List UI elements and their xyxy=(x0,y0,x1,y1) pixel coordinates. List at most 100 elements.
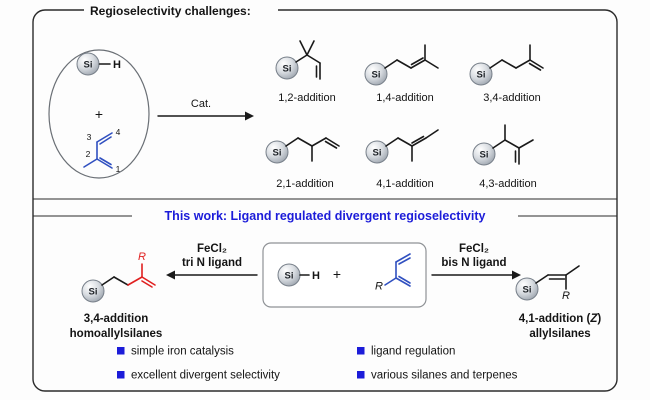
bond xyxy=(99,136,112,145)
bond xyxy=(489,59,503,69)
product-label: 1,2-addition xyxy=(278,92,336,104)
bond xyxy=(141,276,156,286)
diene-structure: R xyxy=(375,253,411,293)
bond xyxy=(424,59,439,69)
bullet-square-icon xyxy=(357,347,365,355)
left-reaction-conditions: FeCl₂ tri N ligand xyxy=(166,243,258,280)
si-atom-label: Si xyxy=(480,150,489,161)
reagent-ellipse xyxy=(48,49,150,179)
structure-bonds: R xyxy=(101,251,156,288)
bond xyxy=(565,265,580,276)
si-sphere xyxy=(515,277,539,301)
label-text: ) xyxy=(597,313,601,325)
carbon-number-4: 4 xyxy=(116,127,121,137)
carbon-number-1: 1 xyxy=(116,164,121,174)
right-condition-ligand: bis N ligand xyxy=(441,257,506,269)
carbon-number-2: 2 xyxy=(86,149,91,159)
left-product-homoallylsilane: Si R 3,4-addition homoallylsilanes xyxy=(70,251,163,340)
structure-bonds xyxy=(492,124,534,165)
bullet-square-icon xyxy=(117,371,125,379)
bond xyxy=(83,158,98,168)
si-sphere xyxy=(364,62,388,86)
bond xyxy=(101,276,115,286)
silane-reagent: Si H xyxy=(76,52,121,76)
structure-bonds xyxy=(384,44,439,69)
bond xyxy=(528,62,542,71)
bond xyxy=(324,140,338,149)
center-substrate-box: Si H + R xyxy=(262,242,427,308)
bond xyxy=(99,157,112,166)
left-condition-ligand: tri N ligand xyxy=(182,257,242,269)
bond xyxy=(410,59,426,69)
bullet-item: various silanes and terpenes xyxy=(357,370,518,382)
isoprene-structure: 4 3 2 1 xyxy=(83,127,121,174)
bullet-item: excellent divergent selectivity xyxy=(117,370,280,382)
si-atom-label: Si xyxy=(84,60,93,71)
this-work-heading: This work: Ligand regulated divergent re… xyxy=(33,209,617,223)
si-atom-label: Si xyxy=(477,70,486,81)
right-product-label-line1: 4,1-addition (Z) xyxy=(519,313,602,325)
si-sphere xyxy=(469,62,493,86)
si-atom-label: Si xyxy=(373,148,382,159)
right-product-label-line2: allylsilanes xyxy=(529,328,590,340)
product-43-addition: Si 4,3-addition xyxy=(472,124,537,190)
bond xyxy=(295,54,308,63)
right-product-allylsilane: Si R 4,1-addition (Z) allylsilanes xyxy=(515,265,602,340)
structure-bonds xyxy=(489,44,544,71)
si-sphere xyxy=(365,140,389,164)
bond xyxy=(385,137,399,147)
structure-bonds: R xyxy=(535,265,580,302)
plus-sign: + xyxy=(333,266,341,282)
plus-sign: + xyxy=(95,106,103,122)
bond xyxy=(141,280,153,288)
bond xyxy=(306,40,315,56)
bond xyxy=(425,129,439,139)
product-label: 2,1-addition xyxy=(276,178,334,190)
bond xyxy=(299,40,308,56)
bond xyxy=(311,137,327,147)
bullet-square-icon xyxy=(357,371,365,379)
bond xyxy=(384,59,398,69)
bond xyxy=(397,137,413,147)
this-work-title: This work: Ligand regulated divergent re… xyxy=(165,209,486,223)
substrate-box-frame xyxy=(262,242,427,308)
si-atom-label: Si xyxy=(89,287,98,298)
si-atom-label: Si xyxy=(285,271,294,282)
bond xyxy=(325,137,340,147)
bond xyxy=(96,132,113,143)
bond xyxy=(518,139,534,149)
bond xyxy=(501,59,517,69)
r-group-label: R xyxy=(138,251,146,263)
arrow-head-icon xyxy=(512,270,521,280)
bullet-square-icon xyxy=(117,347,125,355)
si-atom-label: Si xyxy=(283,64,292,75)
r-group-label: R xyxy=(375,281,383,293)
label-text: 4,1-addition ( xyxy=(519,313,591,325)
bullet-item: simple iron catalysis xyxy=(117,346,234,358)
bond xyxy=(395,253,411,263)
si-atom-label: Si xyxy=(523,285,532,296)
carbon-number-3: 3 xyxy=(87,132,92,142)
bond xyxy=(535,274,549,284)
bond xyxy=(395,277,411,287)
bullet-label: simple iron catalysis xyxy=(131,346,234,358)
bond xyxy=(297,137,313,147)
reagent-group: Si H + 4 3 2 1 xyxy=(48,49,150,179)
product-41-addition: Si 4,1-addition xyxy=(365,129,439,190)
h-atom-label: H xyxy=(312,270,320,282)
catalyst-label: Cat. xyxy=(191,98,211,110)
arrow-head-icon xyxy=(245,111,254,121)
si-sphere xyxy=(275,56,299,80)
feature-bullets: simple iron catalysis ligand regulation … xyxy=(117,346,518,382)
right-condition-catalyst: FeCl₂ xyxy=(459,243,489,255)
structure-bonds xyxy=(385,129,439,162)
si-atom-label: Si xyxy=(273,148,282,159)
section1-title: Regioselectivity challenges: xyxy=(90,4,251,18)
r-group-label: R xyxy=(562,290,570,302)
label-z-italic: Z xyxy=(589,313,598,325)
left-product-label-line2: homoallylsilanes xyxy=(70,328,163,340)
product-label: 4,1-addition xyxy=(376,178,434,190)
product-21-addition: Si 2,1-addition xyxy=(265,137,340,190)
